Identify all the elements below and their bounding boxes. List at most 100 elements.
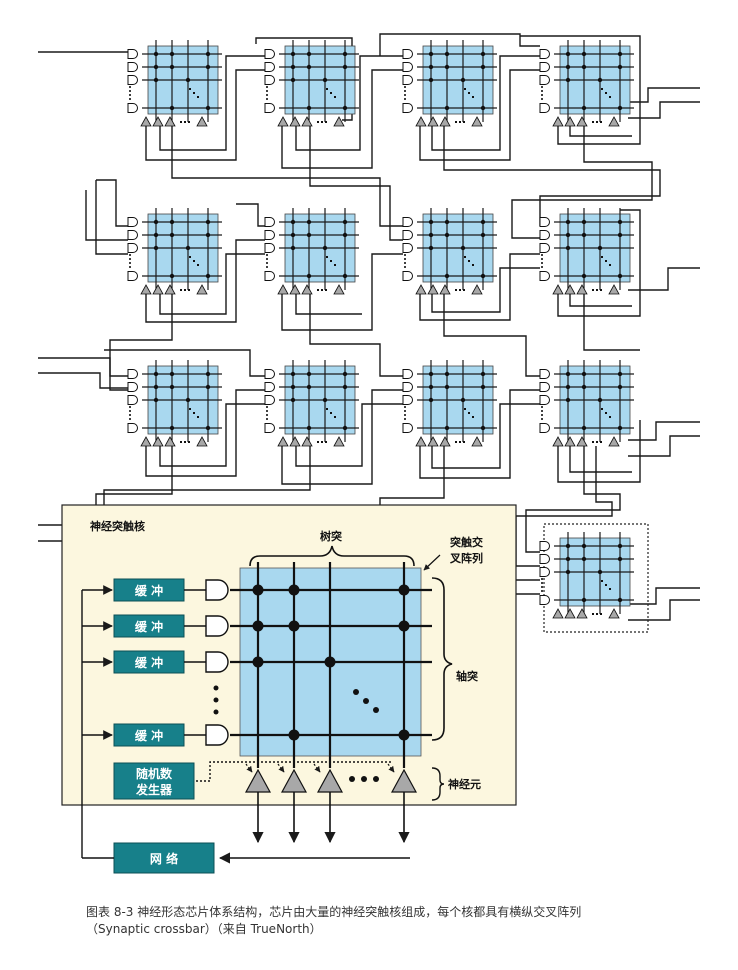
vertical-ellipsis-dot <box>213 709 219 715</box>
ellipsis-dot <box>317 121 319 123</box>
ellipsis-dot <box>464 408 466 410</box>
ellipsis-dot <box>600 121 602 123</box>
and-gate-icon <box>127 75 138 85</box>
caption-line-1: 图表 8-3 神经形态芯片体系结构，芯片由大量的神经突触核组成，每个核都具有横纵… <box>86 905 582 919</box>
neurosynaptic-core-9 <box>127 360 222 447</box>
neurosynaptic-core-8 <box>539 208 634 295</box>
core-link <box>379 33 540 56</box>
synapse-dot <box>306 425 312 431</box>
ellipsis-dot <box>455 121 457 123</box>
synapse-dot <box>342 425 348 431</box>
synapse-dot <box>480 219 486 225</box>
ellipsis-dot <box>334 264 336 266</box>
neuron-triangle-icon <box>471 284 483 295</box>
and-gate-icon <box>205 615 229 637</box>
core-link <box>295 55 403 151</box>
synapse-dot <box>306 105 312 111</box>
crossbar-pointer <box>423 554 441 571</box>
synapse-dot <box>444 64 450 70</box>
synapse-dot <box>153 77 159 83</box>
synapse-dot <box>581 64 587 70</box>
ellipsis-dot <box>463 121 465 123</box>
buffer-label: 缓 冲 <box>135 728 163 743</box>
rng-label-1: 随机数 <box>136 766 173 781</box>
ellipsis-dot <box>601 256 603 258</box>
synapse-dot <box>169 219 175 225</box>
core-link <box>95 180 128 255</box>
and-gate-icon <box>205 651 229 673</box>
synapse-dot <box>290 219 296 225</box>
synapse-dot <box>290 371 296 377</box>
and-gate-icon <box>402 75 413 85</box>
neurosynaptic-core-7 <box>402 208 497 295</box>
and-gate-icon <box>539 554 550 564</box>
synapse-dot <box>460 397 466 403</box>
core-link <box>85 190 128 241</box>
and-gate-icon <box>539 243 550 253</box>
ellipsis-dot <box>180 289 182 291</box>
core-link <box>557 209 641 317</box>
synapse-dot <box>581 425 587 431</box>
and-gate-icon <box>127 230 138 240</box>
neuron-triangle-icon <box>415 116 427 127</box>
ellipsis-dot <box>326 88 328 90</box>
ellipsis-dot <box>373 707 379 713</box>
synapse-dot <box>153 51 159 57</box>
neuron-triangle-icon <box>277 436 289 447</box>
synapse-dot <box>322 77 328 83</box>
synapse-junction-dot <box>252 584 264 596</box>
buffer-label: 缓 冲 <box>135 583 163 598</box>
core-link <box>419 253 540 321</box>
synapse-junction-dot <box>252 656 264 668</box>
neuron-triangle-icon <box>277 284 289 295</box>
neuron-triangle-icon <box>164 284 176 295</box>
output-wire <box>628 421 700 441</box>
ellipsis-dot <box>193 92 195 94</box>
and-gate-icon <box>402 230 413 240</box>
neuron-triangle-icon <box>471 436 483 447</box>
ellipsis-dot <box>605 260 607 262</box>
and-gate-icon <box>539 395 550 405</box>
core-link <box>431 403 540 469</box>
synapse-dot <box>428 245 434 251</box>
and-gate-icon <box>539 567 550 577</box>
and-gate-icon <box>264 243 275 253</box>
ellipsis-dot <box>601 88 603 90</box>
core-link <box>419 69 540 161</box>
synapse-dot <box>306 51 312 57</box>
synapse-dot <box>342 105 348 111</box>
core-detail-panel: 神经突触核树突突触交叉阵列轴突缓 冲缓 冲缓 冲缓 冲随机数发生器神经元网 络 <box>61 504 517 874</box>
synapse-dot <box>617 543 623 549</box>
neuron-triangle-icon <box>608 436 620 447</box>
neuron-triangle-icon <box>196 116 208 127</box>
synapse-dot <box>597 245 603 251</box>
synapse-junction-dot <box>324 656 336 668</box>
and-gate-icon <box>264 103 275 113</box>
ellipsis-dot <box>193 412 195 414</box>
random-number-generator-box <box>113 762 195 800</box>
neurosynaptic-core-2 <box>264 40 359 127</box>
ellipsis-dot <box>596 289 598 291</box>
neuron-triangle-icon <box>552 608 564 619</box>
network-label: 网 络 <box>150 851 178 866</box>
neuron-triangle-icon <box>576 284 588 295</box>
neuron-triangle-icon <box>471 116 483 127</box>
ellipsis-dot <box>592 613 594 615</box>
neuron-triangle-icon <box>608 608 620 619</box>
neuron-triangle-icon <box>333 284 345 295</box>
neuron-triangle-icon <box>415 436 427 447</box>
core-link <box>583 294 640 351</box>
neuron-triangle-icon <box>576 436 588 447</box>
and-gate-icon <box>127 62 138 72</box>
synapse-dot <box>565 384 571 390</box>
ellipsis-dot <box>325 441 327 443</box>
synapse-dot <box>306 64 312 70</box>
synapse-dot <box>306 273 312 279</box>
synapse-dot <box>565 543 571 549</box>
and-gate-icon <box>127 395 138 405</box>
core-link <box>103 446 311 505</box>
and-gate-icon <box>264 217 275 227</box>
and-gate-icon <box>127 271 138 281</box>
ellipsis-dot <box>609 96 611 98</box>
core-link <box>419 389 540 479</box>
